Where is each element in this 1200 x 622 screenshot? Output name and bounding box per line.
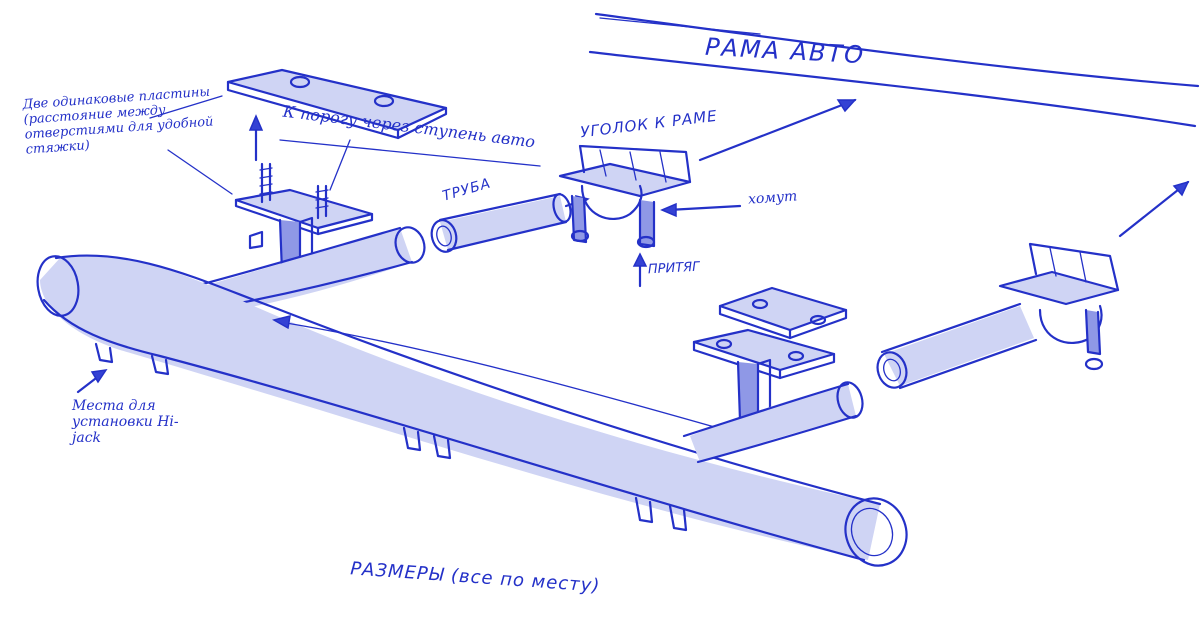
arrow-pull: [632, 252, 648, 288]
tube-main-long: [36, 254, 908, 567]
hijack-label: Места для установки Hi-jack: [72, 398, 179, 447]
clamp-bracket-right: [998, 242, 1120, 371]
plate-right-top: [718, 286, 848, 340]
pipe-middle: [430, 192, 572, 253]
arrow-along-tube: [272, 314, 761, 441]
arrow-hijack: [76, 369, 108, 394]
pipe-right: [876, 302, 1038, 390]
arrow-right-to-frame: [1118, 180, 1190, 238]
right-mount-assembly: [692, 328, 836, 426]
sill-leader: [279, 139, 541, 191]
pull-label: ПРИТЯГ: [647, 259, 700, 278]
plate-top-left: [226, 68, 448, 140]
arrow-up-plate: [248, 114, 264, 162]
clamp-label: хомут: [747, 188, 798, 208]
clamp-bracket: [558, 144, 692, 249]
arrow-to-frame: [698, 98, 857, 162]
arrow-clamp: [660, 202, 742, 218]
plates-leader-lines: [149, 95, 233, 195]
car-frame-outline: [588, 12, 1200, 128]
tube-right-short: [682, 381, 864, 464]
